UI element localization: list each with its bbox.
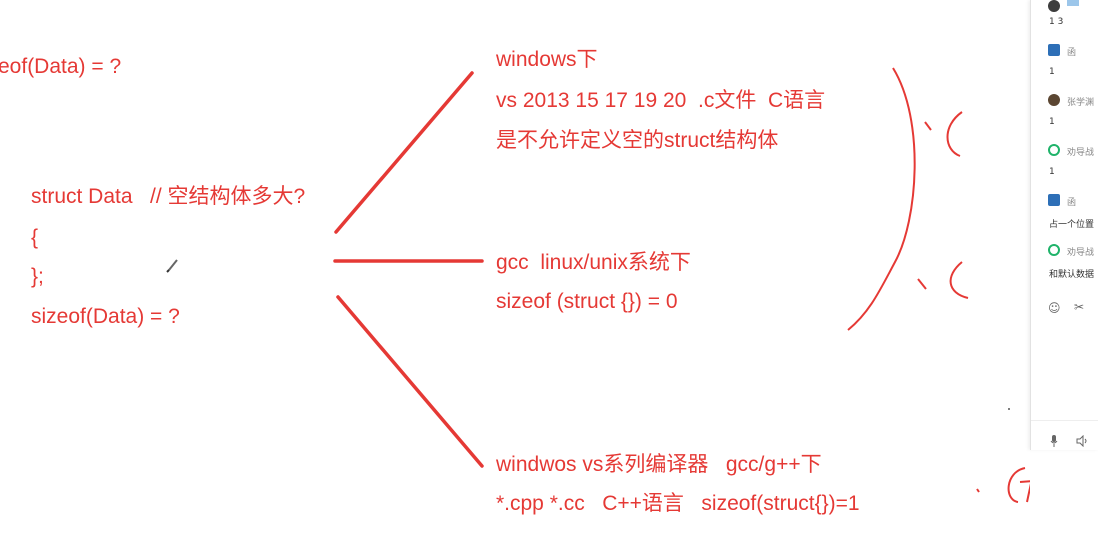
mark-paren-bottom <box>949 261 969 299</box>
chat-message-text: 占一个位置 <box>1049 220 1095 230</box>
speaker-icon[interactable] <box>1076 432 1088 451</box>
code-brace-close: }; <box>31 265 44 288</box>
code-struct-line: struct Data // 空结构体多大? <box>31 185 306 208</box>
pen-cursor-icon <box>166 259 178 273</box>
chat-sender-name: 张学渊 <box>1067 98 1095 108</box>
stray-dot <box>1008 408 1010 410</box>
grouping-brace <box>847 67 916 331</box>
mark-one-bottom <box>917 278 927 290</box>
chat-sender-name: 劝导战 <box>1067 248 1095 258</box>
handwritten-cpp-note <box>976 467 1030 503</box>
chat-footer <box>1031 420 1098 421</box>
code-sizeof-partial: eof(Data) = ? <box>0 55 122 78</box>
avatar <box>1048 244 1060 256</box>
gcc-note-line2: sizeof (struct {}) = 0 <box>496 290 678 313</box>
image-thumbnail[interactable] <box>1067 0 1079 6</box>
avatar <box>1048 144 1060 156</box>
avatar <box>1048 0 1060 12</box>
chat-message-text: 1 <box>1049 117 1055 127</box>
avatar <box>1048 44 1060 56</box>
whiteboard: eof(Data) = ? struct Data // 空结构体多大? { }… <box>0 48 1030 515</box>
scissors-icon[interactable]: ✂ <box>1074 300 1085 314</box>
code-brace-open: { <box>31 226 39 249</box>
windows-note-line2: vs 2013 15 17 19 20 .c文件 C语言 <box>496 89 826 112</box>
emoji-icon[interactable]: ☺ <box>1048 301 1061 315</box>
gcc-note-line1: gcc linux/unix系统下 <box>496 251 691 274</box>
avatar <box>1048 94 1060 106</box>
avatar <box>1048 194 1060 206</box>
branch-line-windows <box>334 71 474 234</box>
chat-sender-name: 函 <box>1067 48 1077 58</box>
annotation-strokes <box>166 67 1030 503</box>
code-sizeof-line: sizeof(Data) = ? <box>31 305 180 328</box>
chat-message-text: 和默认数据 <box>1049 270 1095 280</box>
chat-message-text: 1 3 <box>1049 17 1064 27</box>
chat-panel[interactable]: 1 3 函 1 张学渊 1 劝导战 1 函 占一个位置 劝导战 和默认数据 ☺ … <box>1030 0 1098 450</box>
chat-message-text: 1 <box>1049 67 1055 77</box>
windows-note-line1: windows下 <box>496 48 598 71</box>
mark-paren-top <box>946 111 963 157</box>
microphone-icon[interactable] <box>1050 432 1058 447</box>
chat-message-text: 1 <box>1049 167 1055 177</box>
chat-sender-name: 函 <box>1067 198 1077 208</box>
cpp-note-line1: windwos vs系列编译器 gcc/g++下 <box>496 453 822 476</box>
windows-note-line3: 是不允许定义空的struct结构体 <box>496 129 779 152</box>
chat-sender-name: 劝导战 <box>1067 148 1095 158</box>
mark-one-top <box>924 121 932 131</box>
branch-line-cpp <box>336 295 484 468</box>
cpp-note-line2: *.cpp *.cc C++语言 sizeof(struct{})=1 <box>496 492 860 515</box>
